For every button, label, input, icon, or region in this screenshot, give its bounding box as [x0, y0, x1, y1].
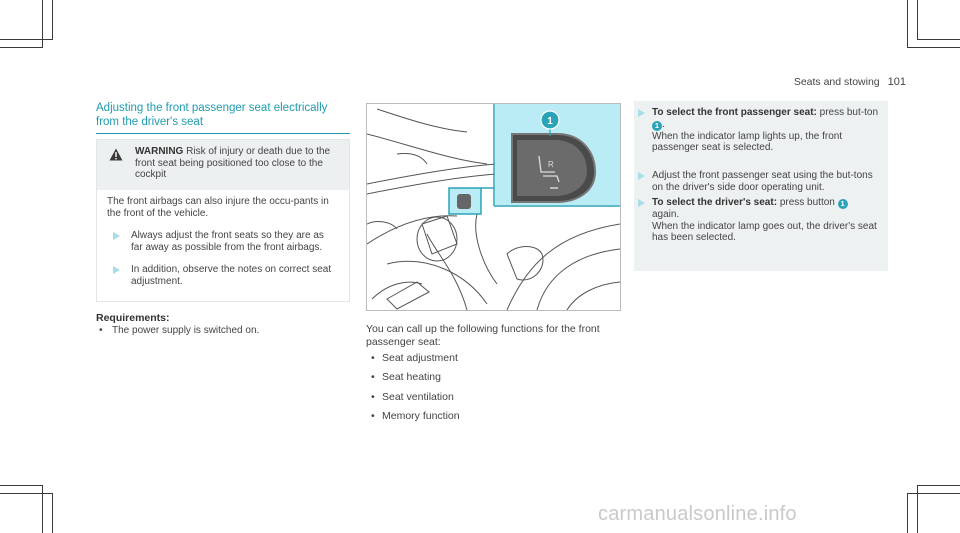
crop-mark: [52, 0, 53, 40]
step-text: When the indicator lamp lights up, the f…: [652, 130, 843, 154]
crop-mark: [0, 39, 52, 40]
requirements-item: • The power supply is switched on.: [96, 325, 352, 336]
crop-mark: [42, 0, 43, 48]
bullet-icon: •: [99, 325, 103, 336]
list-item: • Seat ventilation: [366, 391, 616, 410]
requirements-item-text: The power supply is switched on.: [112, 325, 260, 336]
instruction-panel: To select the front passenger seat: pres…: [634, 101, 888, 271]
crop-mark: [0, 47, 42, 48]
list-item: • Seat adjustment: [366, 352, 616, 371]
crop-mark: [907, 0, 908, 48]
crop-mark: [907, 47, 960, 48]
step-text: press but-ton: [819, 107, 879, 118]
list-item-text: Seat ventilation: [382, 390, 454, 403]
crop-mark: [52, 493, 53, 533]
warning-box: WARNING Risk of injury or death due to t…: [96, 139, 350, 302]
instruction-step: Adjust the front passenger seat using th…: [638, 170, 878, 193]
warning-triangle-icon: [109, 148, 123, 161]
section-title: Adjusting the front passenger seat elect…: [96, 101, 350, 134]
functions-list: • Seat adjustment • Seat heating • Seat ven…: [366, 352, 616, 429]
list-item: • Seat heating: [366, 371, 616, 390]
door-panel-illustration: R 1: [367, 104, 620, 310]
warning-item: In addition, observe the notes on correc…: [107, 264, 337, 287]
step-label: To select the driver's seat:: [652, 197, 778, 208]
list-item: • Memory function: [366, 410, 616, 429]
warning-message: Risk of injury or death due to the front…: [135, 146, 331, 180]
warning-item-text: In addition, observe the notes on correc…: [131, 264, 332, 287]
warning-paragraph: The front airbags can also injure the oc…: [107, 196, 329, 219]
arrow-icon: [113, 266, 120, 274]
step-text: .: [662, 118, 665, 130]
instruction-step: To select the driver's seat: press butto…: [638, 197, 878, 244]
requirements-heading: Requirements:: [96, 312, 170, 324]
arrow-icon: [638, 172, 645, 180]
callout-number: 1: [837, 199, 848, 209]
crop-mark: [0, 485, 42, 486]
warning-item-text: Always adjust the front seats so they ar…: [131, 230, 324, 253]
arrow-icon: [638, 109, 645, 117]
bullet-icon: •: [371, 371, 375, 384]
crop-mark: [917, 485, 960, 486]
figure-seat-glyph: R: [548, 160, 554, 169]
crop-mark: [42, 485, 43, 533]
warning-text: WARNING Risk of injury or death due to t…: [135, 146, 335, 181]
warning-item: Always adjust the front seats so they ar…: [107, 230, 337, 253]
instruction-step: To select the front passenger seat: pres…: [638, 107, 879, 154]
watermark: carmanualsonline.info: [598, 503, 797, 525]
list-item-text: Seat heating: [382, 371, 441, 384]
arrow-icon: [113, 232, 120, 240]
seat-control-figure: R 1: [366, 103, 621, 311]
crop-mark: [917, 485, 918, 533]
figure-callout: 1: [547, 116, 553, 127]
page-header: Seats and stowing 101: [794, 76, 906, 88]
crop-mark: [917, 0, 918, 40]
step-label: To select the front passenger seat:: [652, 107, 817, 118]
bullet-icon: •: [371, 390, 375, 403]
arrow-icon: [638, 199, 645, 207]
step-text: press button: [779, 197, 835, 208]
step-text: Adjust the front passenger seat using th…: [652, 170, 873, 193]
page-number: 101: [887, 76, 906, 88]
step-text: again.: [652, 209, 680, 220]
crop-mark: [0, 493, 52, 494]
crop-mark: [907, 493, 960, 494]
bullet-icon: •: [371, 352, 375, 364]
warning-label: WARNING: [135, 146, 184, 157]
functions-intro: You can call up the following functions …: [366, 323, 600, 348]
crop-mark: [917, 39, 960, 40]
section-name: Seats and stowing: [793, 76, 880, 88]
list-item-text: Seat adjustment: [382, 352, 458, 364]
callout-number: 1: [652, 120, 662, 131]
crop-mark: [907, 493, 908, 533]
bullet-icon: •: [371, 409, 375, 422]
list-item-text: Memory function: [382, 409, 460, 422]
warning-header: WARNING Risk of injury or death due to t…: [97, 140, 349, 190]
warning-body: The front airbags can also injure the oc…: [107, 196, 337, 287]
step-text: When the indicator lamp goes out, the dr…: [652, 220, 877, 244]
